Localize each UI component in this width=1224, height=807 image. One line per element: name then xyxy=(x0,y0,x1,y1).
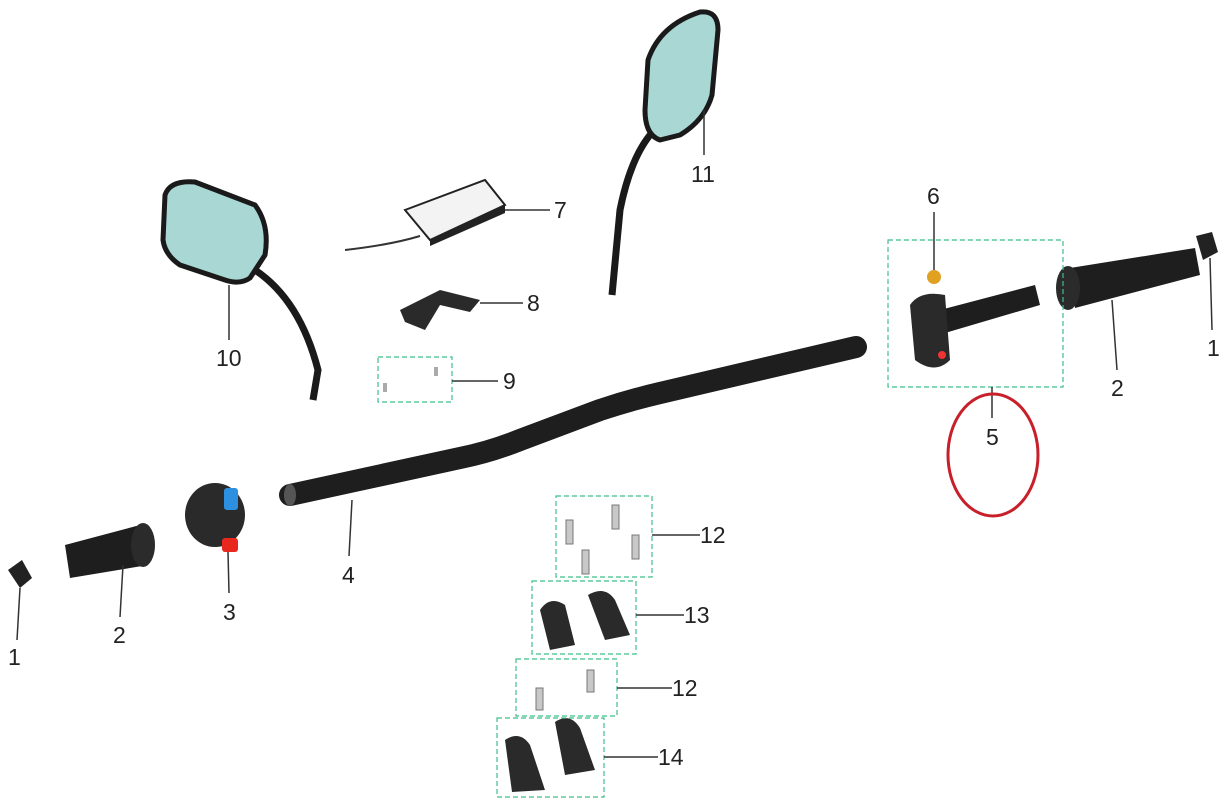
label-bracket: 8 xyxy=(527,290,540,316)
label-sensor-module: 7 xyxy=(554,197,567,223)
bracket-screws[interactable] xyxy=(383,367,438,392)
throttle-screw[interactable] xyxy=(927,270,941,284)
left-switch[interactable] xyxy=(185,483,245,552)
sensor-module[interactable] xyxy=(344,178,507,251)
label-screws-bracket: 9 xyxy=(503,368,516,394)
label-bolts-upper: 12 xyxy=(700,522,726,548)
group-box-bolts-upper xyxy=(555,495,653,578)
label-end-cap-right: 1 xyxy=(1207,335,1220,361)
end-cap-left[interactable] xyxy=(8,560,32,588)
leader-lines xyxy=(16,110,1213,758)
clamp-lower[interactable] xyxy=(505,718,595,792)
label-clamp-upper: 13 xyxy=(684,602,710,628)
label-handlebar: 4 xyxy=(342,562,355,588)
grip-left[interactable] xyxy=(65,523,155,578)
bolts-lower[interactable] xyxy=(535,669,595,711)
highlight-circle xyxy=(946,392,1040,518)
group-box-throttle xyxy=(887,239,1064,388)
mirror-right[interactable] xyxy=(608,9,721,296)
label-bolts-lower: 12 xyxy=(672,675,698,701)
throttle-assembly[interactable] xyxy=(910,285,1040,368)
label-grip-right: 2 xyxy=(1111,375,1124,401)
group-box-clamp-upper xyxy=(531,580,637,655)
bolts-upper[interactable] xyxy=(565,504,640,575)
label-end-cap-left: 1 xyxy=(8,644,21,670)
label-mirror-right: 11 xyxy=(691,161,715,187)
label-switch-left: 3 xyxy=(223,599,236,625)
label-clamp-lower: 14 xyxy=(658,744,684,770)
group-box-screws xyxy=(377,356,453,403)
label-throttle-assembly: 5 xyxy=(986,424,999,450)
label-mirror-left: 10 xyxy=(216,345,242,371)
label-grip-left: 2 xyxy=(113,622,126,648)
bracket[interactable] xyxy=(400,290,480,330)
clamp-upper[interactable] xyxy=(540,591,630,650)
grip-right[interactable] xyxy=(1056,248,1200,310)
label-throttle-screw: 6 xyxy=(927,183,940,209)
mirror-left[interactable] xyxy=(160,179,322,401)
group-box-bolts-lower xyxy=(515,658,618,717)
handlebar[interactable] xyxy=(279,336,867,506)
end-cap-right[interactable] xyxy=(1196,232,1218,260)
